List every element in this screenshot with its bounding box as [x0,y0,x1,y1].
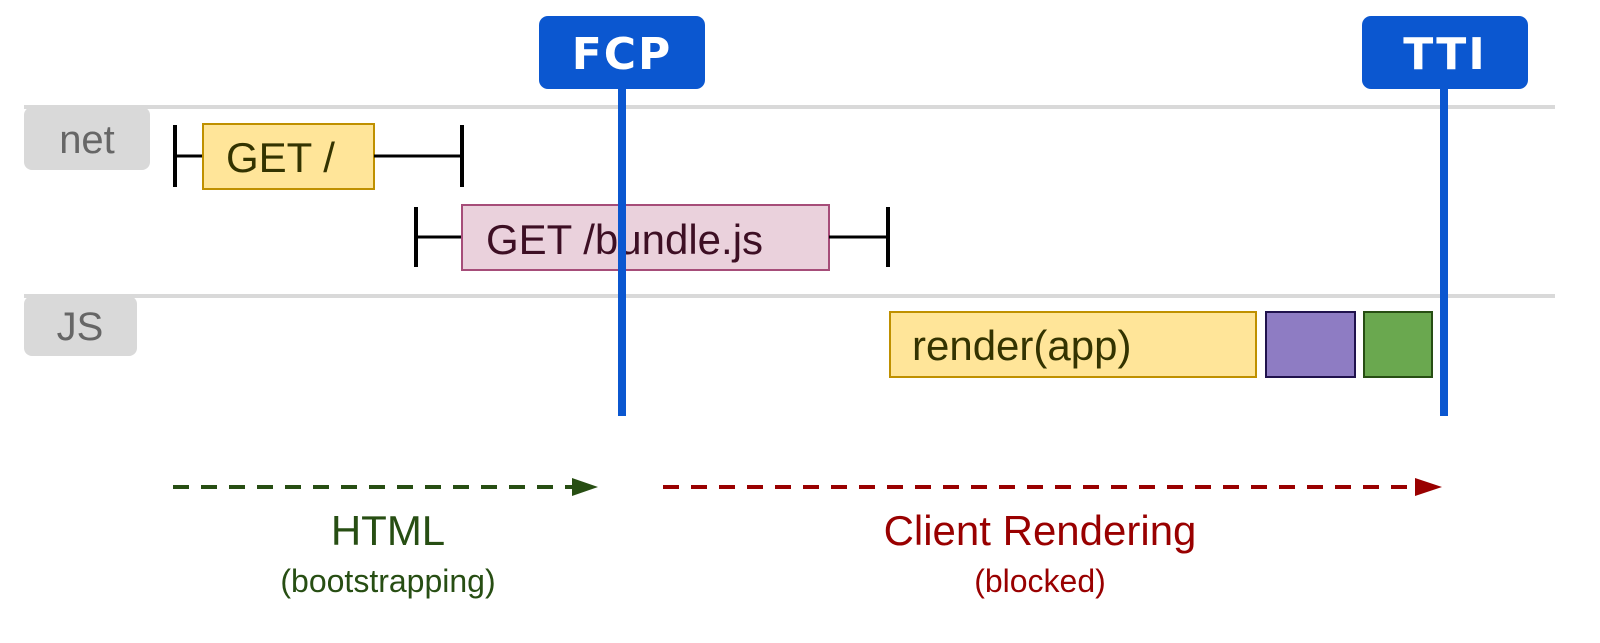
js-task-green [1363,311,1433,378]
client-phase-subtitle: (blocked) [974,563,1106,599]
request-bar [202,123,375,190]
task-label: render(app) [912,322,1131,369]
fcp-marker-label: FCP [572,29,673,80]
html-phase-subtitle: (bootstrapping) [280,563,495,599]
tti-marker-badge [1362,16,1528,89]
net-lane-label-text: net [59,118,115,162]
js-task-purple [1265,311,1356,378]
html-phase-arrow [173,478,598,496]
fcp-marker-badge [539,16,705,89]
fcp-marker: FCP [539,16,705,416]
request-get-root: GET / [173,123,464,190]
client-phase-title: Client Rendering [884,507,1197,554]
request-get-bundle: GET /bundle.js [414,204,890,271]
tti-marker: TTI [1362,16,1528,416]
js-lane-label-text: JS [57,305,104,349]
html-phase-arrowhead [572,478,598,496]
tti-marker-label: TTI [1403,29,1486,80]
client-phase-arrowhead [1415,478,1442,496]
request-bar [461,204,830,271]
js-lane-label: JS [24,296,137,356]
html-phase-title: HTML [331,507,445,554]
client-phase-arrow [663,478,1442,496]
js-task-render: render(app) [889,311,1257,378]
task-bar [889,311,1257,378]
net-lane-label: net [24,107,150,170]
request-label: GET / [226,134,335,181]
